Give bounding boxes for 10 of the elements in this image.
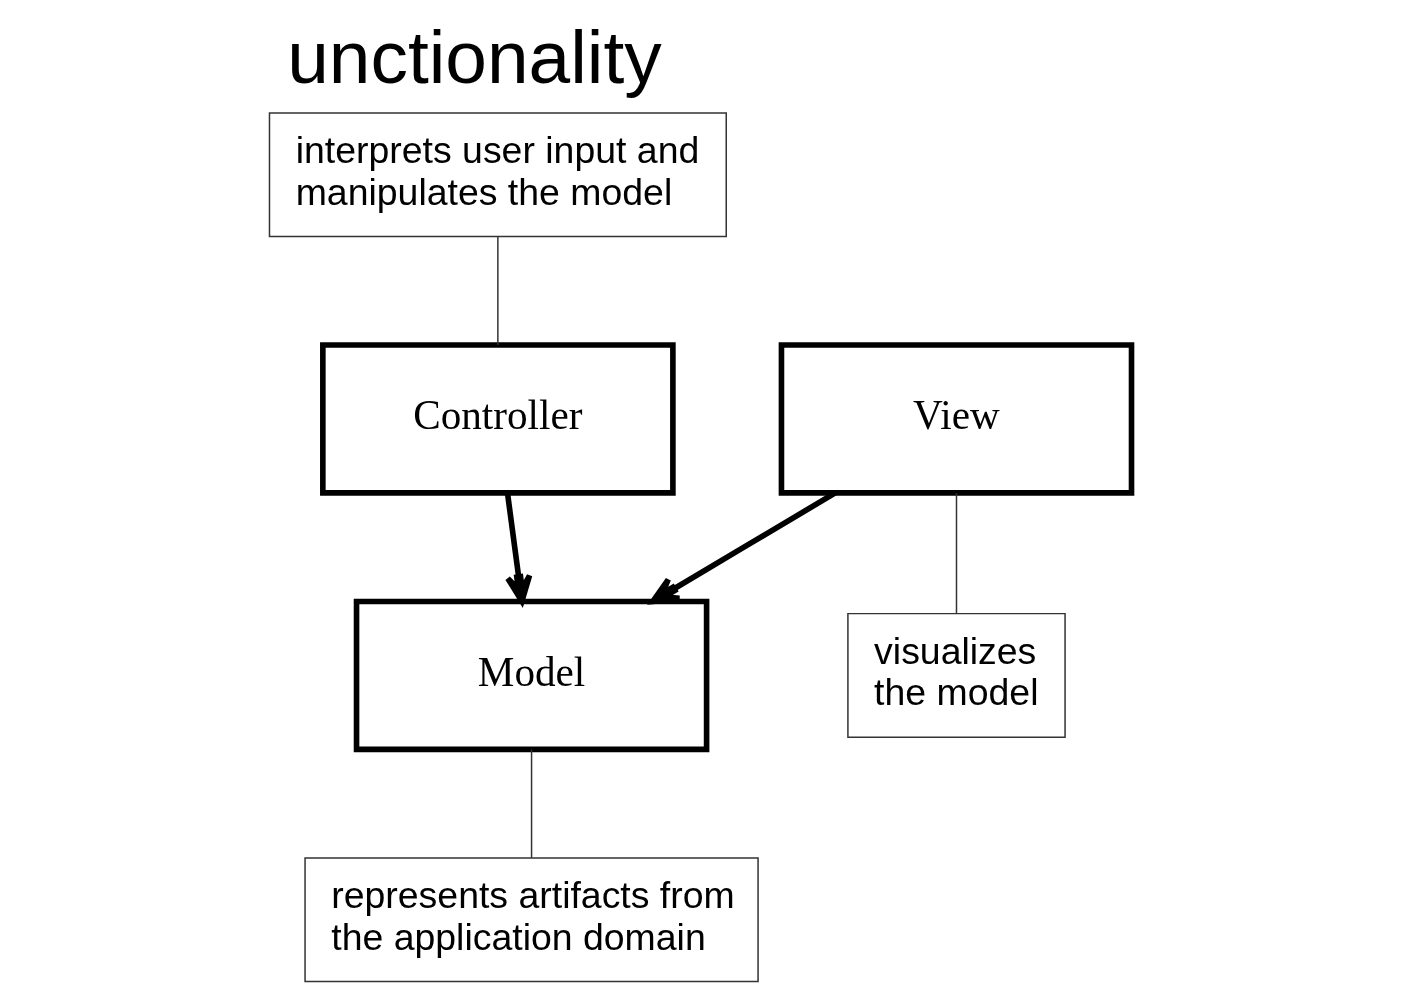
diagram-title: unctionality <box>287 14 662 99</box>
node-box: Model <box>353 598 710 753</box>
node-box: represents artifacts from the application domain <box>304 857 759 983</box>
connector <box>497 235 499 346</box>
connector <box>955 492 958 614</box>
connector <box>530 748 533 859</box>
node-box: View <box>778 342 1135 496</box>
node-box: interprets user input and manipulates the model <box>268 112 727 238</box>
node-box: Controller <box>320 342 676 496</box>
node-box: visualizes the model <box>847 612 1066 738</box>
